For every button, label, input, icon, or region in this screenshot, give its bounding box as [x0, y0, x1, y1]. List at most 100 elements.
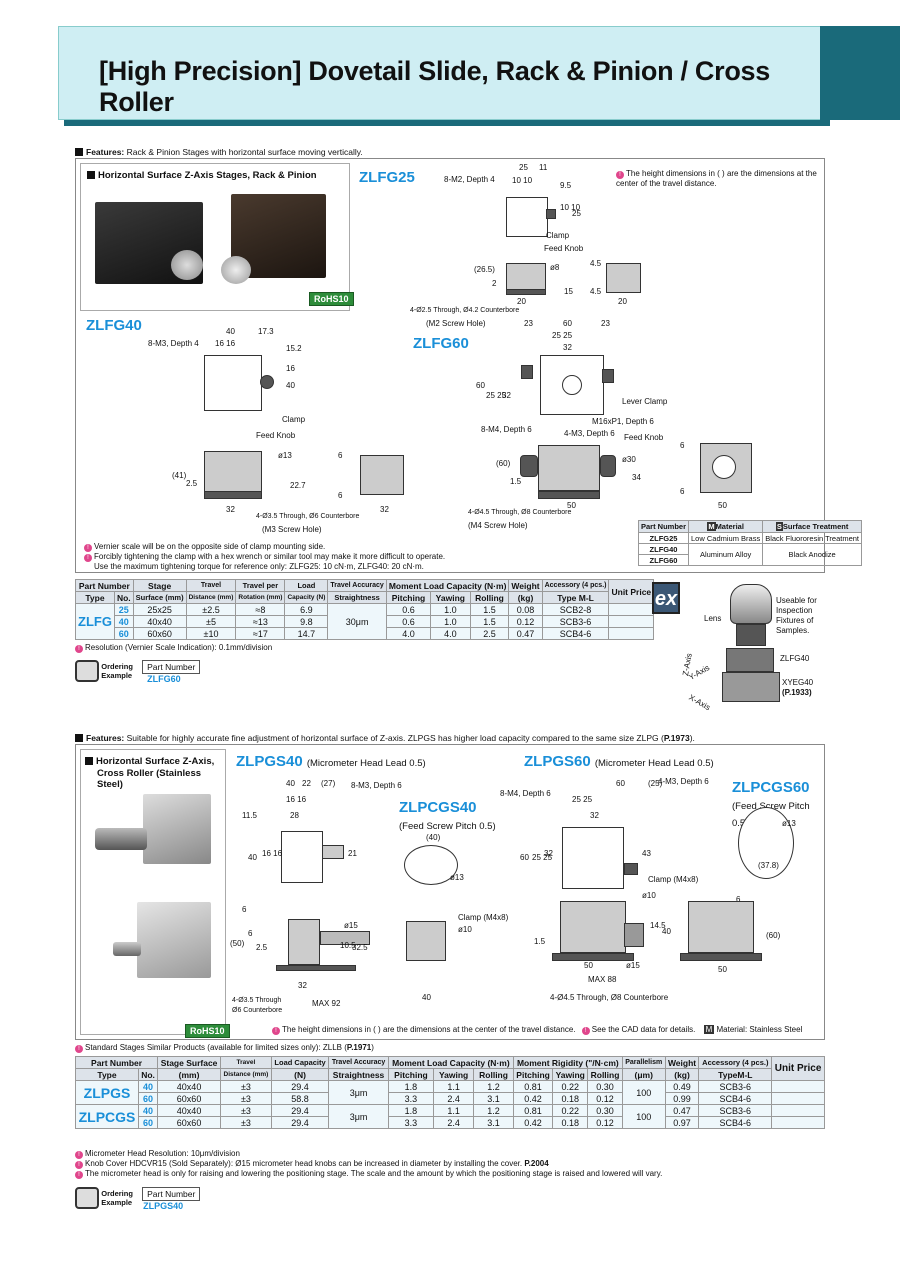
- dim-label: 16: [286, 364, 295, 373]
- dim-label: (25): [648, 779, 663, 788]
- dim-label: 4-Ø4.5 Through, Ø8 Counterbore: [550, 993, 669, 1002]
- zlpgs60-side-view: [688, 901, 754, 953]
- model-zlfg40: ZLFG40: [86, 317, 142, 334]
- feed-knob-photo-2: [221, 256, 251, 284]
- dim-label: 8-M4, Depth 6: [481, 425, 532, 434]
- dim-label: 4-Ø4.5 Through, Ø8 Counterbore: [468, 509, 572, 516]
- dim-label: 2: [492, 279, 497, 288]
- zlfg25-side-view: [606, 263, 641, 293]
- dim-label: Clamp (M4x8): [458, 913, 509, 922]
- dim-label: (M3 Screw Hole): [262, 525, 322, 534]
- dim-label: 10 10: [560, 203, 581, 212]
- dim-label: 20: [517, 297, 526, 306]
- dim-label: 43: [642, 849, 651, 858]
- dim-label: 50: [718, 965, 727, 974]
- rohs-badge: RoHS10: [185, 1024, 230, 1038]
- useable-label: Useable for: [776, 596, 817, 605]
- micrometer-photo: [95, 828, 147, 850]
- dim-label: Ø6 Counterbore: [232, 1007, 283, 1014]
- dim-label: Feed Knob: [256, 431, 296, 440]
- feed-knob-photo: [171, 250, 203, 280]
- legend-line: !The height dimensions in ( ) are the di…: [272, 1025, 802, 1035]
- dim-label: 40: [286, 381, 295, 390]
- dim-label: 10.5: [340, 941, 356, 950]
- dim-label: 40: [248, 853, 257, 862]
- page-header: [High Precision] Dovetail Slide, Rack & …: [58, 26, 824, 120]
- dim-label: 16 16: [262, 849, 283, 858]
- dim-label: 8-M4, Depth 6: [500, 789, 551, 798]
- dim-label: (M4 Screw Hole): [468, 521, 528, 530]
- clamp-shape: [546, 209, 556, 219]
- useable-label: Fixtures of: [776, 616, 814, 625]
- zlfg40-label: ZLFG40: [780, 654, 810, 663]
- note-icon: !: [616, 171, 624, 179]
- dim-label: 28: [290, 811, 299, 820]
- dim-label: Clamp (M4x8): [648, 875, 699, 884]
- dim-label: ø10: [458, 925, 472, 934]
- zlpgs40-base: [276, 965, 356, 971]
- useable-label: Samples.: [776, 626, 810, 635]
- zlpgs60-base: [552, 953, 634, 961]
- dim-label: 23: [524, 319, 533, 328]
- dim-label: 50: [718, 501, 727, 510]
- dim-label: 32: [226, 505, 235, 514]
- useable-label: Inspection: [776, 606, 813, 615]
- dim-label: 8-M2, Depth 4: [444, 175, 495, 184]
- micrometer-top: [322, 845, 344, 859]
- ordering-icon: [75, 660, 99, 682]
- dim-label: (27): [321, 779, 336, 788]
- feed-knob-shape: [520, 455, 538, 477]
- dim-label: (M2 Screw Hole): [426, 319, 486, 328]
- dim-label: 60: [563, 319, 572, 328]
- table-row: ZLPCGS 40 40x40 ±3 29.4 3μm 1.8 1.1 1.2 …: [74, 1104, 825, 1129]
- dim-label: 15.2: [286, 344, 302, 353]
- lens-label: Lens: [704, 614, 722, 623]
- dim-label: (26.5): [474, 265, 495, 274]
- dim-label: 22.7: [290, 481, 306, 490]
- model-zlpgs60: ZLPGS60 (Micrometer Head Lead 0.5): [524, 753, 714, 770]
- dim-label: ø13: [782, 819, 796, 828]
- zlpgs-photo-stage: [143, 794, 211, 864]
- dim-label: 6: [338, 451, 343, 460]
- dim-label: 1.5: [510, 477, 522, 486]
- dim-label: 34: [632, 473, 641, 482]
- resolution-note: !Resolution (Vernier Scale Indication): …: [75, 643, 272, 653]
- zlpgs-photo-box: Horizontal Surface Z-Axis, Cross Roller …: [80, 749, 230, 1038]
- dim-label: ø10: [642, 891, 656, 900]
- dim-label: 8-M3, Depth 6: [351, 781, 402, 790]
- note-line: !Knob Cover HDCVR15 (Sold Separately): Ø…: [75, 1159, 549, 1169]
- detail-circle-60: [738, 807, 794, 879]
- dim-label: (41): [172, 471, 187, 480]
- dim-label: 40: [286, 779, 295, 788]
- height-note: !The height dimensions in ( ) are the di…: [616, 169, 817, 188]
- dim-label: 21: [348, 849, 357, 858]
- dim-label: ø13: [278, 451, 292, 460]
- note-line: Use the maximum tightening torque for re…: [94, 562, 424, 571]
- table-row: ZLPGS 40 40x40 ±3 29.4 3μm 1.8 1.1 1.2 0…: [74, 1080, 825, 1105]
- dim-label: 20: [618, 297, 627, 306]
- dim-label: 1.5: [534, 937, 546, 946]
- x-axis-label: X-Axis: [687, 692, 712, 713]
- table-row: 60 60x60 ±3 58.8 3.3 2.4 3.1 0.42 0.18 0…: [76, 1092, 825, 1105]
- zlfg25-base: [506, 289, 546, 295]
- dim-label: 40: [226, 327, 235, 336]
- dim-label: 8-M3, Depth 4: [148, 339, 199, 348]
- zlpcgs-photo-stage: [137, 902, 211, 978]
- dim-label: (37.8): [758, 861, 779, 870]
- lens-holder: [736, 624, 766, 646]
- dim-label: 6: [736, 895, 741, 904]
- dim-label: 4.5: [590, 287, 602, 296]
- dim-label: ø15: [344, 921, 358, 930]
- zlfg-drawing-panel: Horizontal Surface Z-Axis Stages, Rack &…: [75, 158, 863, 573]
- dim-label: (60): [766, 931, 781, 940]
- dim-label: 32: [298, 981, 307, 990]
- dim-label: 60: [616, 779, 625, 788]
- zlfg40-side-view: [360, 455, 404, 495]
- dim-label: Lever Clamp: [622, 397, 668, 406]
- example-icon: ex: [652, 582, 680, 614]
- dim-label: 15: [564, 287, 573, 296]
- center-hole: [562, 375, 582, 395]
- lever-clamp-shape: [602, 369, 614, 383]
- dim-label: 40: [662, 927, 671, 936]
